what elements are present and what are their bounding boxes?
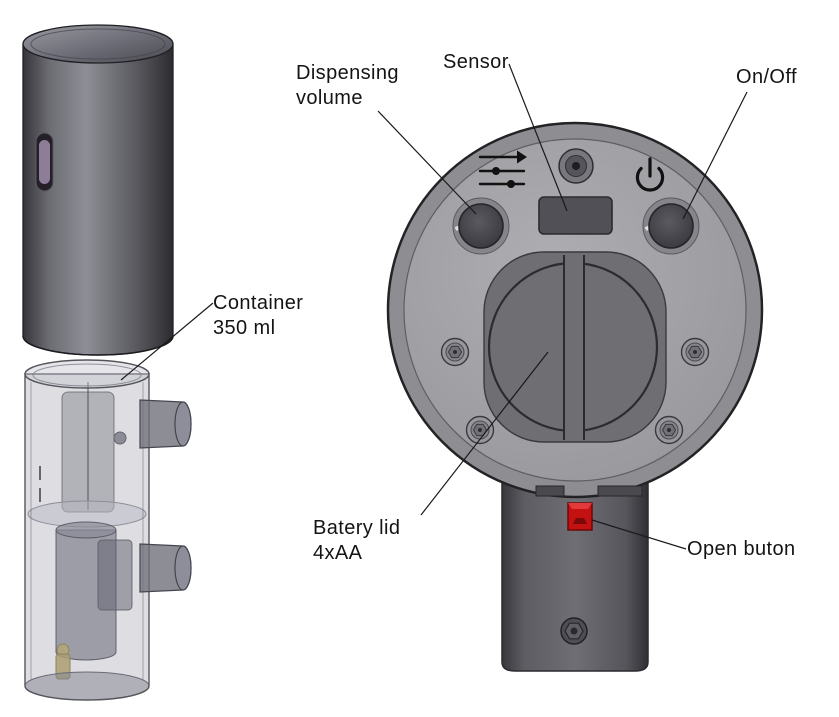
leader-lines	[120, 63, 748, 550]
power-icon	[635, 157, 665, 192]
leader-on-off	[682, 91, 748, 220]
leader-container	[120, 302, 214, 381]
nozzle	[558, 148, 594, 184]
label-line: Dispensing	[296, 62, 399, 84]
neck-screw-icon	[560, 617, 588, 645]
leader-battery-lid	[420, 351, 549, 516]
label-line: 4xAA	[313, 542, 363, 564]
cover-window-slot	[35, 132, 54, 192]
label-line: Batery lid	[313, 517, 401, 539]
dispensing-volume-icon	[478, 150, 527, 188]
leader-sensor	[508, 63, 568, 212]
screw-icon	[440, 337, 470, 367]
label-line: Sensor	[443, 51, 509, 73]
on-off-button	[642, 197, 700, 255]
sensor-window	[538, 196, 613, 235]
label-open-button: Open buton	[687, 537, 796, 562]
container-body	[24, 359, 192, 701]
label-container: Container 350 ml	[213, 291, 303, 341]
label-sensor: Sensor	[443, 50, 509, 75]
device-bottom-face	[386, 121, 764, 499]
neck-body	[501, 459, 649, 672]
screw-icon	[680, 337, 710, 367]
screw-icon	[654, 415, 684, 445]
label-line: On/Off	[736, 66, 797, 88]
label-dispensing-volume: Dispensing volume	[296, 61, 399, 111]
battery-lid	[483, 251, 667, 443]
neck-details	[535, 485, 643, 645]
leader-open-button	[591, 519, 687, 550]
label-line: Container	[213, 292, 304, 314]
open-button	[567, 502, 593, 531]
container-port-lower	[139, 543, 192, 593]
leader-dispensing-volume	[377, 110, 477, 215]
dispensing-volume-button	[452, 197, 510, 255]
label-battery-lid: Batery lid 4xAA	[313, 516, 400, 566]
label-line: Open buton	[687, 538, 796, 560]
label-line: volume	[296, 87, 363, 109]
container-port-upper	[139, 399, 192, 449]
label-line: 350 ml	[213, 317, 276, 339]
cover-cylinder	[22, 24, 174, 356]
label-on-off: On/Off	[736, 65, 797, 90]
